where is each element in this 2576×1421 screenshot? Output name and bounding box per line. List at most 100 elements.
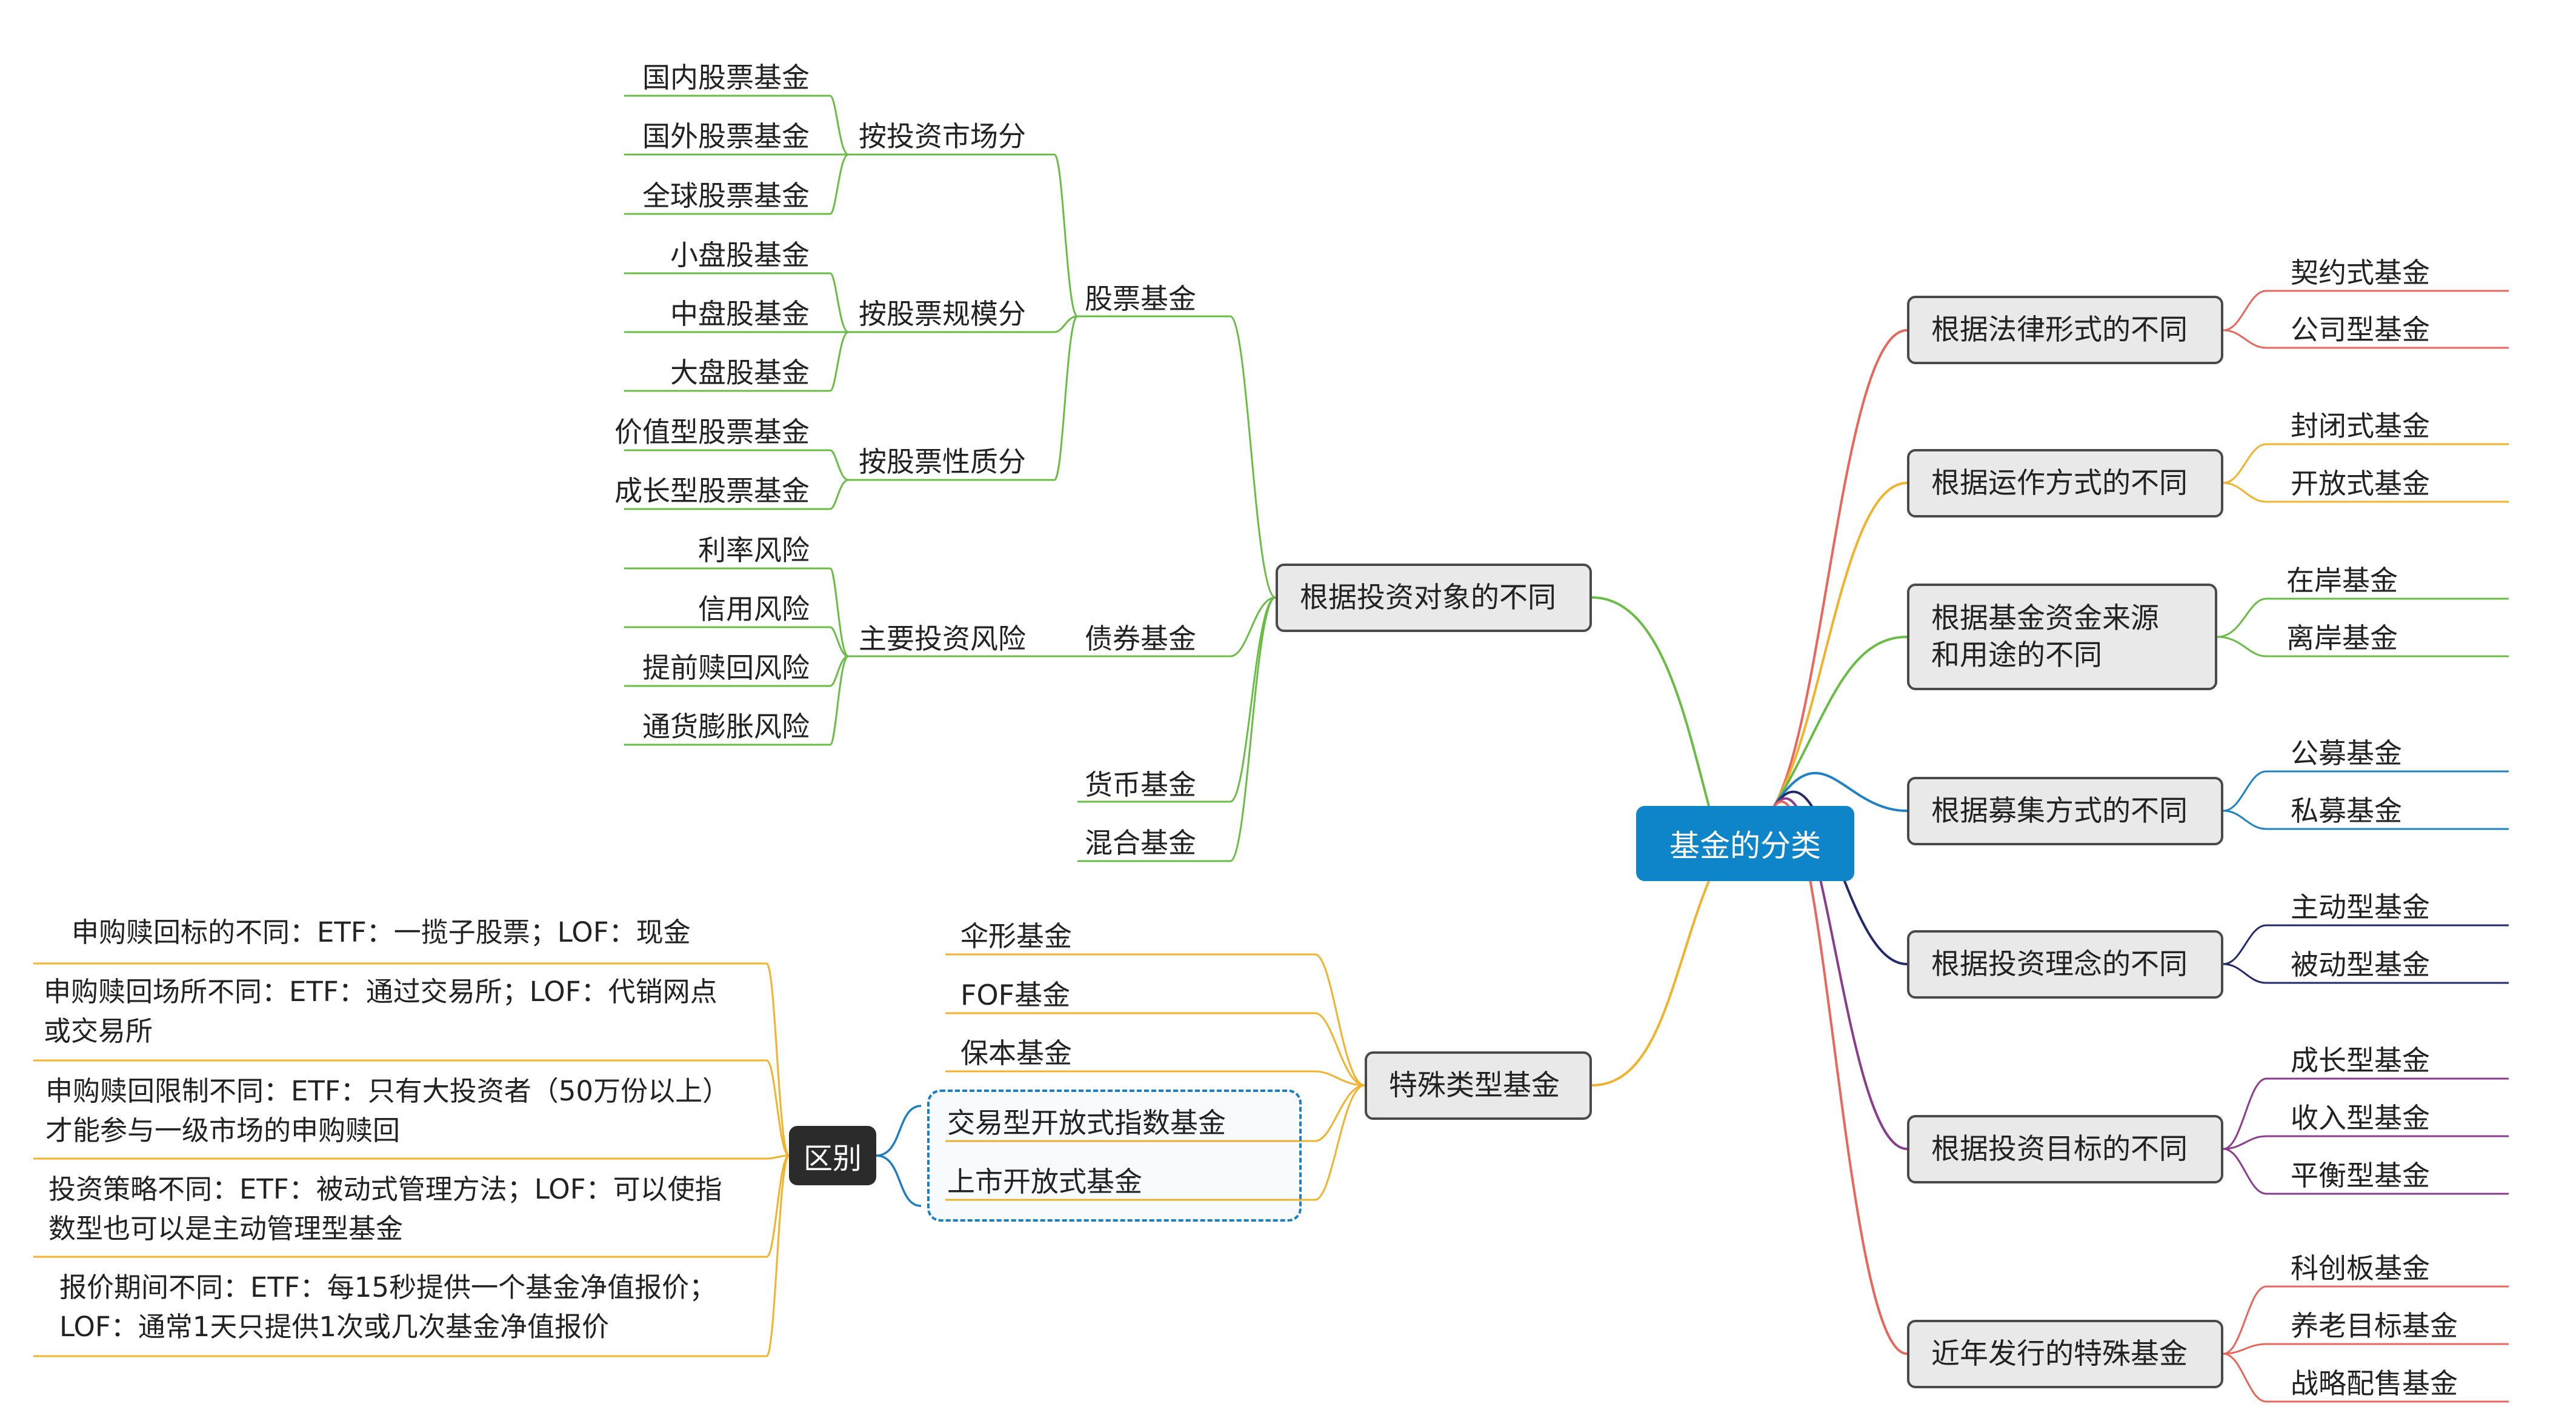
leaf-closed-end-fund[interactable]: 封闭式基金 — [2291, 410, 2430, 442]
leaf-balanced-fund[interactable]: 平衡型基金 — [2291, 1159, 2430, 1192]
leaf-inflation-risk[interactable]: 通货膨胀风险 — [642, 710, 810, 743]
branch-operation-mode[interactable]: 根据运作方式的不同 — [1907, 449, 2223, 517]
group-to-leaf-line — [624, 479, 849, 510]
etf-lof-group-box — [927, 1090, 1302, 1222]
leaf-credit-risk[interactable]: 信用风险 — [698, 593, 810, 625]
branch-to-leaf-line — [2223, 290, 2509, 331]
leaf-guaranteed-fund[interactable]: 保本基金 — [960, 1037, 1072, 1070]
leaf-global-stock[interactable]: 全球股票基金 — [642, 179, 810, 212]
leaf-lof-fund[interactable]: 上市开放式基金 — [947, 1165, 1142, 1198]
special-to-child-line — [945, 1012, 1365, 1087]
group-to-leaf-line — [624, 626, 849, 657]
branch-to-leaf-line — [2223, 1077, 2509, 1150]
leaf-growth-fund[interactable]: 成长型基金 — [2291, 1044, 2430, 1077]
branch-to-leaf-line — [2223, 924, 2509, 965]
group-to-leaf-line — [624, 655, 849, 687]
special-to-child-line — [945, 1084, 1365, 1201]
note-underline — [33, 1154, 790, 1160]
leaf-offshore-fund[interactable]: 离岸基金 — [2286, 622, 2398, 654]
root-node[interactable]: 基金的分类 — [1636, 806, 1854, 881]
stock-to-group-line — [848, 315, 1078, 333]
leaf-interest-risk[interactable]: 利率风险 — [698, 534, 810, 567]
group-size-label[interactable]: 按股票规模分 — [859, 298, 1026, 330]
stock-to-group-line — [848, 315, 1079, 481]
note-underline — [33, 1059, 790, 1157]
group-to-leaf-line — [624, 95, 849, 156]
leaf-pension-target-fund[interactable]: 养老目标基金 — [2291, 1310, 2458, 1342]
branch-to-leaf-line — [2223, 810, 2509, 830]
leaf-etf-fund[interactable]: 交易型开放式指数基金 — [947, 1107, 1226, 1139]
note-subscription-limit: 申购赎回限制不同：ETF：只有大投资者（50万份以上）才能参与一级市场的申购赎回 — [45, 1075, 730, 1147]
leaf-value-stock[interactable]: 价值型股票基金 — [614, 416, 810, 448]
leaf-prepayment-risk[interactable]: 提前赎回风险 — [642, 651, 810, 684]
group-to-leaf-line — [624, 331, 849, 392]
branch-to-leaf-line — [2217, 597, 2509, 638]
leaf-small-cap[interactable]: 小盘股基金 — [670, 239, 810, 271]
branch-invest-philosophy[interactable]: 根据投资理念的不同 — [1907, 930, 2223, 999]
invest-to-sub-line — [1077, 596, 1276, 657]
leaf-private-fund[interactable]: 私募基金 — [2291, 794, 2402, 827]
branch-to-leaf-line — [2223, 770, 2509, 812]
hybrid-fund-label[interactable]: 混合基金 — [1085, 827, 1196, 859]
bond-fund-label[interactable]: 债券基金 — [1085, 622, 1196, 655]
leaf-contract-fund[interactable]: 契约式基金 — [2291, 256, 2430, 289]
branch-to-leaf-line — [2223, 482, 2509, 503]
leaf-strategic-placement-fund[interactable]: 战略配售基金 — [2291, 1367, 2458, 1400]
stock-fund-label[interactable]: 股票基金 — [1085, 282, 1196, 315]
root-to-branch-line — [1771, 800, 1908, 1355]
note-subscription-venue: 申购赎回场所不同：ETF：通过交易所；LOF：代销网点或交易所 — [44, 976, 717, 1048]
group-risk-label[interactable]: 主要投资风险 — [859, 622, 1026, 655]
leaf-fof-fund[interactable]: FOF基金 — [960, 979, 1071, 1011]
leaf-income-fund[interactable]: 收入型基金 — [2291, 1102, 2430, 1134]
leaf-public-fund[interactable]: 公募基金 — [2291, 737, 2402, 770]
group-to-leaf-line — [624, 655, 849, 746]
leaf-active-fund[interactable]: 主动型基金 — [2291, 891, 2430, 923]
branch-legal-form[interactable]: 根据法律形式的不同 — [1907, 296, 2223, 364]
leaf-open-end-fund[interactable]: 开放式基金 — [2291, 467, 2430, 500]
root-to-invest-line — [1591, 596, 1710, 807]
branch-to-leaf-line — [2223, 1148, 2509, 1195]
special-to-child-line — [945, 953, 1365, 1087]
root-to-branch-line — [1771, 636, 1908, 810]
invest-to-sub-line — [1077, 596, 1276, 862]
root-to-branch-line — [1771, 329, 1908, 810]
branch-fund-source[interactable]: 根据基金资金来源 和用途的不同 — [1907, 584, 2217, 690]
leaf-star-market-fund[interactable]: 科创板基金 — [2291, 1252, 2430, 1285]
group-market-label[interactable]: 按投资市场分 — [859, 120, 1026, 153]
money-fund-label[interactable]: 货币基金 — [1085, 768, 1196, 801]
leaf-mid-cap[interactable]: 中盘股基金 — [670, 298, 810, 330]
group-to-leaf-line — [624, 272, 849, 333]
branch-special-type[interactable]: 特殊类型基金 — [1365, 1051, 1592, 1120]
branch-special-recent[interactable]: 近年发行的特殊基金 — [1907, 1320, 2223, 1388]
invest-to-sub-line — [1077, 315, 1276, 599]
note-strategy: 投资策略不同：ETF：被动式管理方法；LOF：可以使指数型也可以是主动管理型基金 — [48, 1173, 722, 1245]
group-nature-label[interactable]: 按股票性质分 — [859, 445, 1026, 478]
leaf-large-cap[interactable]: 大盘股基金 — [670, 356, 810, 389]
branch-invest-object[interactable]: 根据投资对象的不同 — [1276, 564, 1592, 632]
group-to-leaf-line — [624, 449, 849, 481]
special-to-child-line — [945, 1070, 1365, 1087]
note-underline — [33, 962, 790, 1157]
branch-to-leaf-line — [2223, 1285, 2509, 1355]
leaf-corporate-fund[interactable]: 公司型基金 — [2291, 313, 2430, 346]
branch-to-leaf-line — [2223, 329, 2509, 349]
branch-to-leaf-line — [2217, 636, 2509, 657]
branch-invest-goal[interactable]: 根据投资目标的不同 — [1907, 1115, 2223, 1183]
root-to-branch-line — [1771, 482, 1908, 810]
leaf-onshore-fund[interactable]: 在岸基金 — [2286, 564, 2398, 597]
diff-bracket-line — [876, 1105, 922, 1157]
leaf-growth-stock[interactable]: 成长型股票基金 — [614, 474, 810, 507]
branch-raising-method[interactable]: 根据募集方式的不同 — [1907, 777, 2223, 845]
root-to-branch-line — [1771, 771, 1908, 812]
group-to-leaf-line — [624, 153, 849, 215]
root-to-special-line — [1591, 880, 1710, 1087]
diff-bracket-line — [876, 1154, 922, 1207]
leaf-foreign-stock[interactable]: 国外股票基金 — [642, 120, 810, 153]
leaf-passive-fund[interactable]: 被动型基金 — [2291, 948, 2430, 981]
difference-node[interactable]: 区别 — [789, 1126, 876, 1185]
stock-to-group-line — [848, 153, 1079, 318]
leaf-domestic-stock[interactable]: 国内股票基金 — [642, 61, 810, 94]
leaf-umbrella-fund[interactable]: 伞形基金 — [960, 920, 1072, 953]
